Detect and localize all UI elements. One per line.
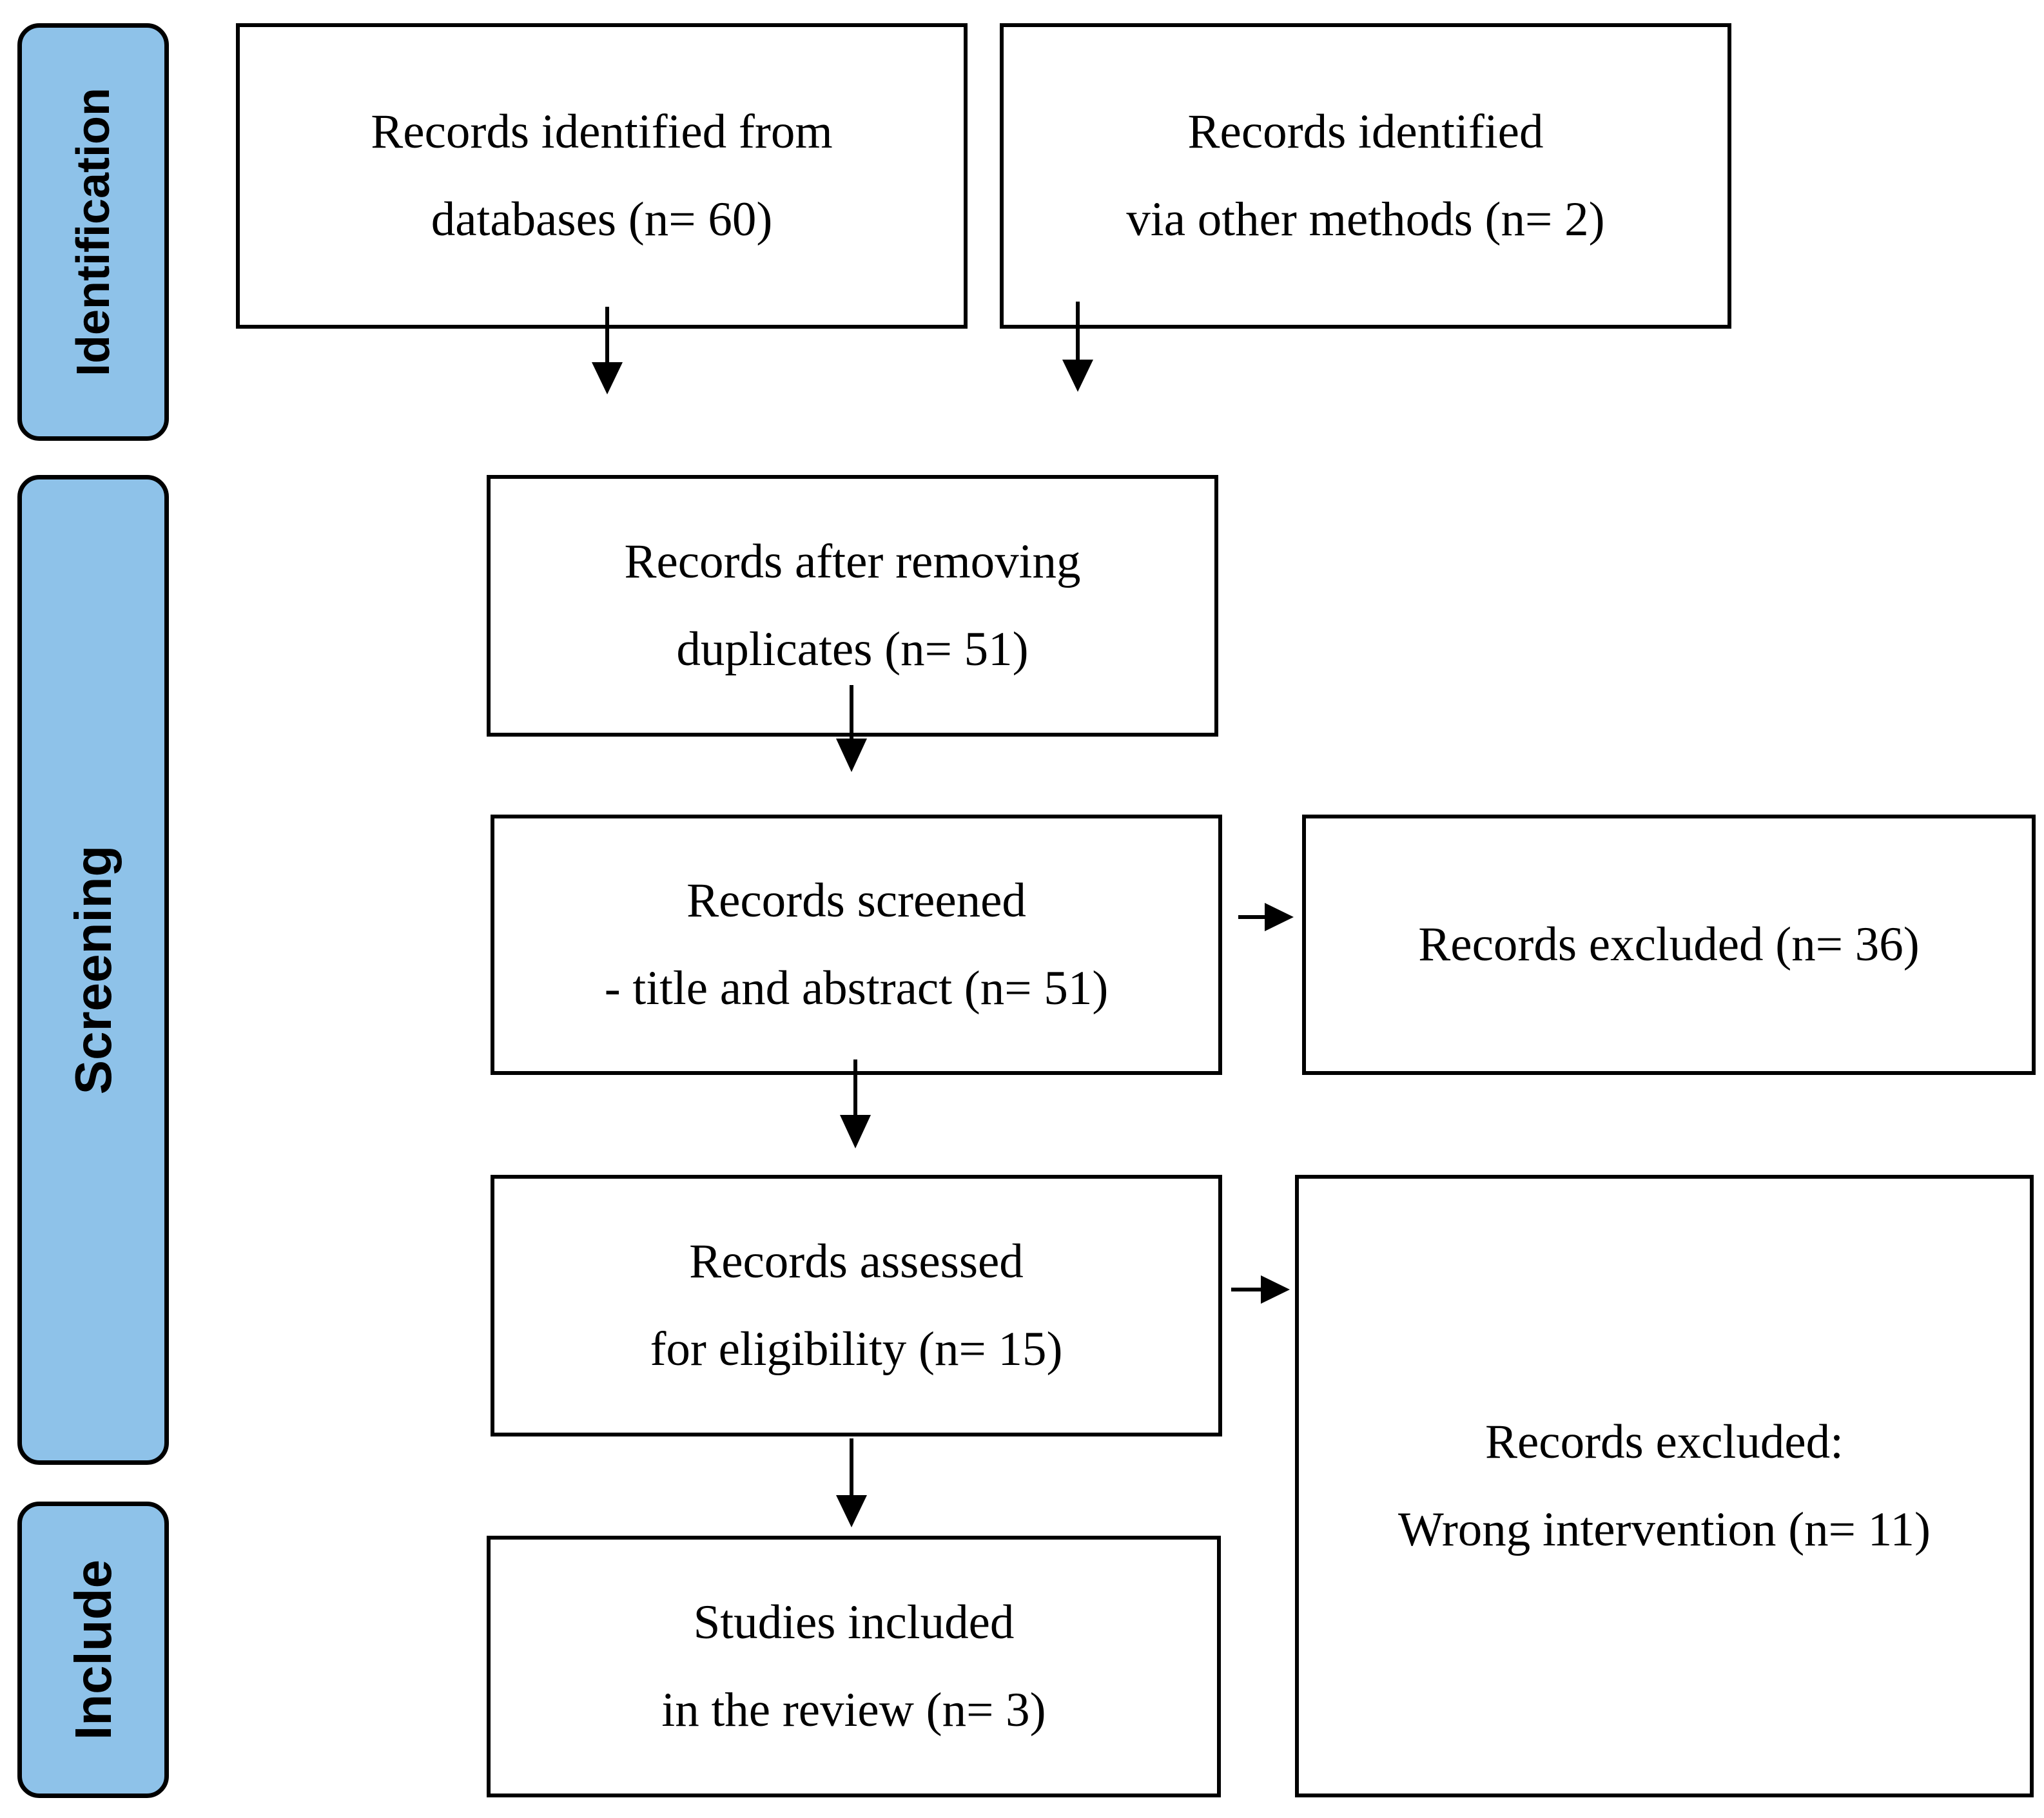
arrow-eligibility-head xyxy=(836,1495,867,1527)
box-records-screened: Records screened - title and abstract (n… xyxy=(491,815,1222,1075)
arrow-after-duplicates-head xyxy=(836,739,867,772)
box-records-after-duplicates-line2: duplicates (n= 51) xyxy=(676,623,1029,676)
arrow-other-methods-head xyxy=(1062,360,1093,392)
box-records-screened-line2: - title and abstract (n= 51) xyxy=(604,962,1109,1015)
box-records-after-duplicates-line1: Records after removing xyxy=(624,535,1081,588)
arrow-excluded-screening-head xyxy=(1265,903,1294,931)
phase-identification-label: Identification xyxy=(67,88,119,376)
box-records-other-methods-line2: via other methods (n= 2) xyxy=(1126,193,1605,246)
box-records-other-methods: Records identified via other methods (n=… xyxy=(1000,23,1731,329)
box-records-after-duplicates: Records after removing duplicates (n= 51… xyxy=(487,475,1218,737)
arrow-excluded-eligibility-head xyxy=(1261,1275,1290,1304)
box-records-screened-line1: Records screened xyxy=(686,874,1026,927)
arrow-databases-head xyxy=(592,362,623,394)
box-studies-included-line1: Studies included xyxy=(693,1596,1015,1649)
phase-screening: Screening xyxy=(17,475,169,1465)
box-records-eligibility-line2: for eligibility (n= 15) xyxy=(650,1322,1063,1376)
phase-screening-label: Screening xyxy=(64,845,122,1095)
box-records-databases-line2: databases (n= 60) xyxy=(431,193,773,246)
phase-include: Include xyxy=(17,1502,169,1798)
box-records-excluded-screening: Records excluded (n= 36) xyxy=(1302,815,2036,1075)
box-records-excluded-eligibility-line1: Records excluded: xyxy=(1484,1415,1844,1469)
box-records-excluded-screening-line1: Records excluded (n= 36) xyxy=(1418,918,1920,971)
phase-include-label: Include xyxy=(64,1559,122,1741)
box-studies-included: Studies included in the review (n= 3) xyxy=(487,1536,1221,1797)
box-records-eligibility: Records assessed for eligibility (n= 15) xyxy=(491,1175,1222,1436)
box-records-eligibility-line1: Records assessed xyxy=(689,1235,1024,1288)
box-records-excluded-eligibility: Records excluded: Wrong intervention (n=… xyxy=(1295,1175,2034,1797)
box-records-excluded-eligibility-line2: Wrong intervention (n= 11) xyxy=(1398,1503,1931,1556)
box-records-other-methods-line1: Records identified xyxy=(1187,105,1544,159)
arrow-screened-head xyxy=(840,1115,871,1148)
box-studies-included-line2: in the review (n= 3) xyxy=(661,1683,1046,1737)
box-records-databases: Records identified from databases (n= 60… xyxy=(236,23,968,329)
box-records-databases-line1: Records identified from xyxy=(371,105,833,159)
phase-identification: Identification xyxy=(17,23,169,441)
